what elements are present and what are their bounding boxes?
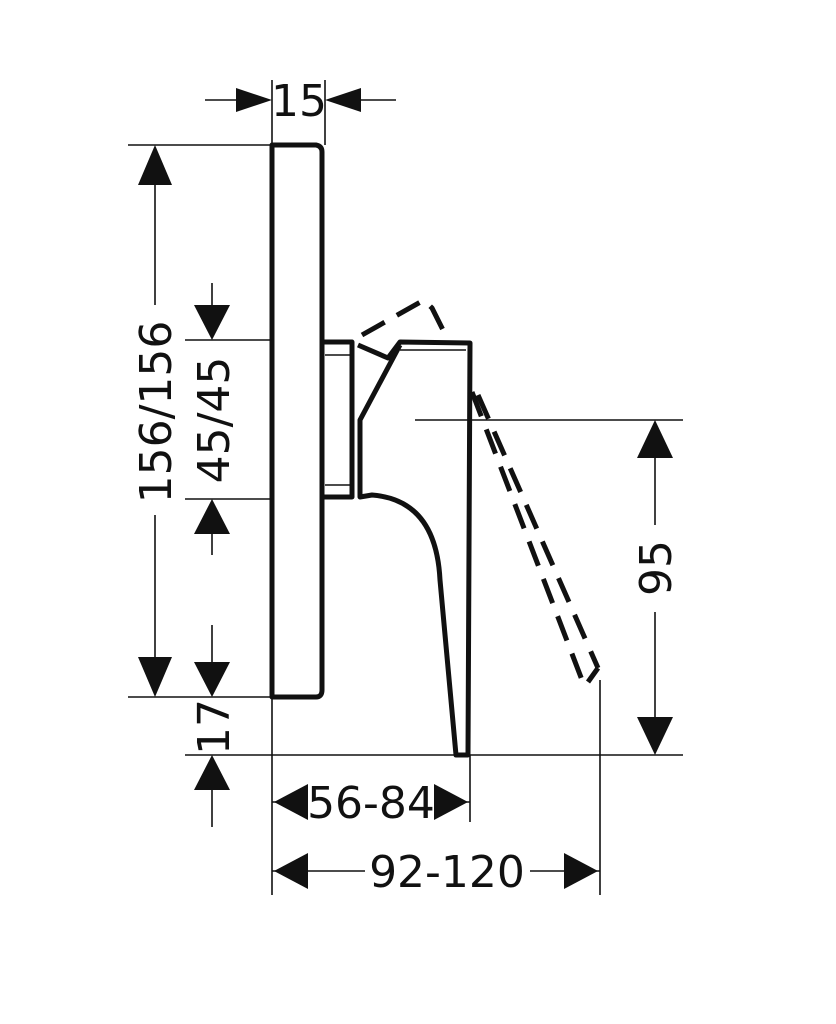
mixer-handle <box>357 339 473 758</box>
dim-label-17: 17 <box>189 699 240 755</box>
handle-alt-tip <box>585 666 601 684</box>
handle-alt-position <box>360 296 451 342</box>
dimension-handle-height: 95 <box>631 420 682 755</box>
dim-label-156: 156/156 <box>131 321 182 504</box>
dim-label-56-84: 56-84 <box>307 778 435 829</box>
dimension-plate-height: 156/156 <box>131 145 182 697</box>
handle-alt-edge <box>469 391 585 681</box>
dimension-cartridge-height: 45/45 <box>189 283 240 555</box>
dimension-body-projection: 56-84 <box>272 778 470 829</box>
dimension-handle-projection: 92-120 <box>272 847 600 898</box>
extension-lines <box>128 80 683 895</box>
wall-plate <box>269 142 325 700</box>
dim-label-92-120: 92-120 <box>369 847 525 898</box>
dim-label-15: 15 <box>271 76 327 127</box>
dim-label-45: 45/45 <box>189 357 240 484</box>
dimension-bottom-offset: 17 <box>189 625 240 827</box>
cartridge-body <box>322 339 355 500</box>
dim-label-95: 95 <box>631 540 682 596</box>
handle-alt-edge <box>475 393 601 670</box>
dimension-plate-depth: 15 <box>205 76 396 127</box>
